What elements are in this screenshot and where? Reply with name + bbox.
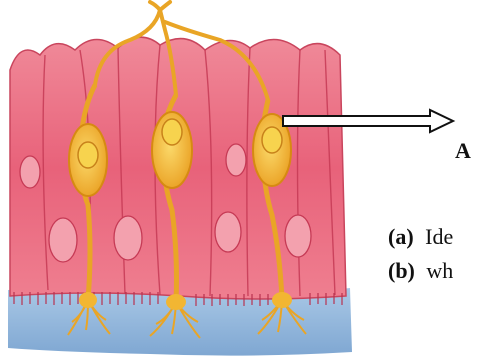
part-a-marker: (a) (388, 224, 414, 249)
question-part-a: (a) Ide (388, 224, 453, 249)
part-b-marker: (b) (388, 258, 415, 283)
part-a-text: Ide (425, 224, 453, 249)
label-a: A (455, 138, 471, 163)
part-b-text: wh (426, 258, 453, 283)
question-part-b: (b) wh (388, 258, 453, 283)
